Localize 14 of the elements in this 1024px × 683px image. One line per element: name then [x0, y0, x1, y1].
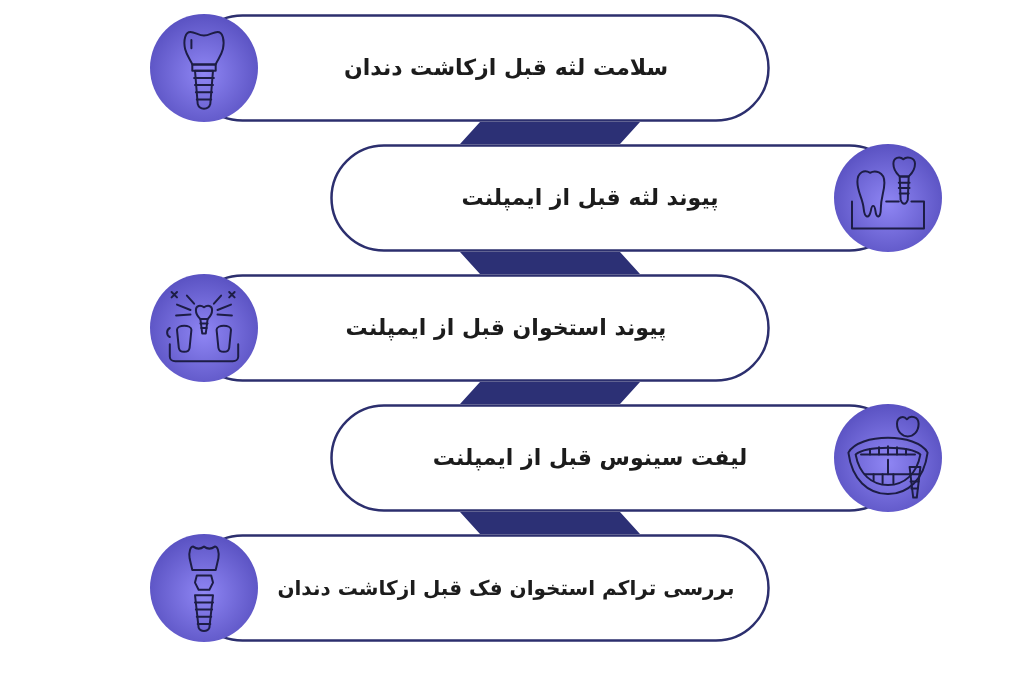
step-label: بررسی تراکم استخوان فک قبل ازکاشت دندان [277, 575, 735, 601]
parallelogram-connector [460, 122, 640, 144]
step-panel [150, 14, 770, 122]
step-label: پیوند استخوان قبل از ایمپلنت [345, 313, 667, 343]
step-panel [330, 144, 942, 252]
parallelogram-connector [460, 252, 640, 274]
parallelogram-connector [460, 382, 640, 404]
step-label: لیفت سینوس قبل از ایمپلنت [432, 443, 748, 473]
step-label: سلامت لثه قبل ازکاشت دندان [343, 53, 669, 82]
step-panel [330, 404, 942, 512]
parallelogram-connector [460, 512, 640, 534]
step-panel [150, 274, 770, 382]
step-panel [150, 534, 770, 642]
step-label: پیوند لثه قبل از ایمپلنت [461, 183, 719, 213]
